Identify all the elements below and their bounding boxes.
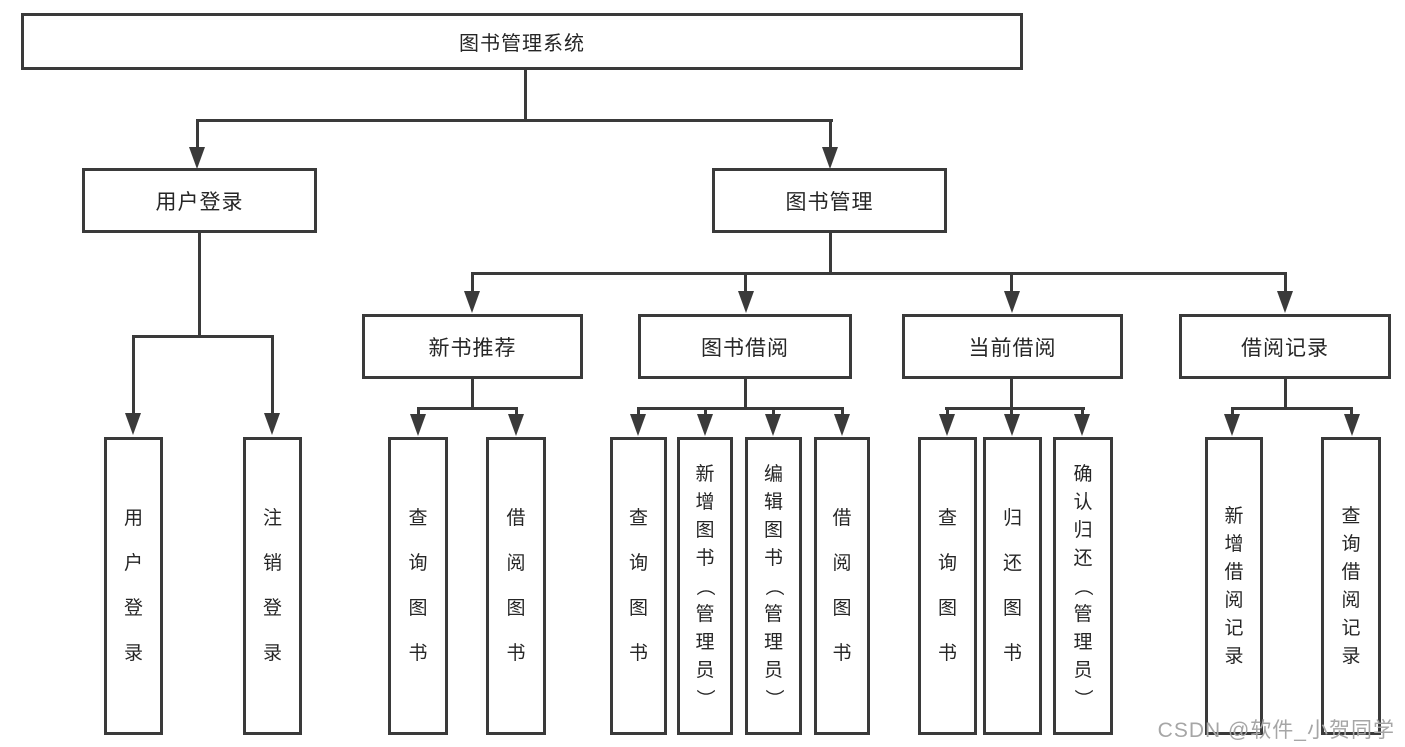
leaf-add-borrow-record: 新增借阅记录 bbox=[1205, 437, 1263, 735]
leaf-edit-books-admin: 编辑图书（管理员） bbox=[745, 437, 802, 735]
leaf-user-login: 用户登录 bbox=[104, 437, 163, 735]
node-book-borrowing: 图书借阅 bbox=[638, 314, 852, 379]
leaf-logout-login: 注销登录 bbox=[243, 437, 302, 735]
leaf-query-borrow-record: 查询借阅记录 bbox=[1321, 437, 1381, 735]
connector-stem bbox=[1350, 407, 1353, 416]
node-book-mgmt-label: 图书管理 bbox=[785, 190, 874, 214]
csdn-watermark: CSDN @软件_小贺同学 bbox=[1157, 719, 1395, 742]
leaf-borrow-books-borrowing: 借阅图书 bbox=[814, 437, 870, 735]
connector-stem bbox=[196, 119, 199, 150]
connector-trunk-current bbox=[1010, 379, 1013, 409]
connector-rail-user-login bbox=[132, 335, 274, 338]
arrowhead-icon bbox=[1074, 414, 1090, 436]
connector-stem bbox=[1284, 272, 1287, 293]
connector-stem bbox=[1231, 407, 1234, 416]
node-root: 图书管理系统 bbox=[21, 13, 1023, 70]
connector-rail-records bbox=[1231, 407, 1353, 410]
arrowhead-icon bbox=[939, 414, 955, 436]
arrowhead-icon bbox=[508, 414, 524, 436]
connector-rail-new-books bbox=[417, 407, 518, 410]
arrowhead-icon bbox=[125, 413, 141, 435]
connector-rail-book-mgmt bbox=[471, 272, 1287, 275]
connector-stem bbox=[417, 407, 420, 416]
leaf-confirm-return-admin: 确认归还（管理员） bbox=[1053, 437, 1113, 735]
connector-stem bbox=[946, 407, 949, 416]
connector-stem bbox=[132, 335, 135, 415]
leaf-borrow-books-newbooks: 借阅图书 bbox=[486, 437, 546, 735]
connector-trunk-borrowing bbox=[744, 379, 747, 409]
connector-stem bbox=[471, 272, 474, 293]
arrowhead-icon bbox=[464, 291, 480, 313]
arrowhead-icon bbox=[822, 147, 838, 169]
connector-rail-current bbox=[945, 407, 1085, 410]
connector-stem bbox=[841, 407, 844, 416]
arrowhead-icon bbox=[264, 413, 280, 435]
connector-trunk-root bbox=[524, 69, 527, 121]
arrowhead-icon bbox=[410, 414, 426, 436]
leaf-query-books-current: 查询图书 bbox=[918, 437, 977, 735]
arrowhead-icon bbox=[1004, 291, 1020, 313]
node-user-login: 用户登录 bbox=[82, 168, 317, 233]
node-new-books: 新书推荐 bbox=[362, 314, 583, 379]
connector-trunk-new-books bbox=[471, 379, 474, 409]
connector-stem bbox=[271, 335, 274, 415]
arrowhead-icon bbox=[1224, 414, 1240, 436]
connector-trunk-records bbox=[1284, 379, 1287, 409]
connector-stem bbox=[515, 407, 518, 416]
node-root-label: 图书管理系统 bbox=[459, 33, 585, 55]
node-new-books-label: 新书推荐 bbox=[428, 336, 517, 360]
connector-rail-borrowing bbox=[637, 407, 844, 410]
connector-stem bbox=[1010, 407, 1013, 416]
node-borrow-records: 借阅记录 bbox=[1179, 314, 1391, 379]
node-book-mgmt: 图书管理 bbox=[712, 168, 947, 233]
arrowhead-icon bbox=[738, 291, 754, 313]
connector-stem bbox=[744, 272, 747, 293]
arrowhead-icon bbox=[834, 414, 850, 436]
leaf-return-books: 归还图书 bbox=[983, 437, 1042, 735]
connector-stem bbox=[637, 407, 640, 416]
arrowhead-icon bbox=[765, 414, 781, 436]
node-current-borrowing-label: 当前借阅 bbox=[968, 336, 1057, 360]
connector-rail-level1 bbox=[196, 119, 833, 122]
leaf-add-books-admin: 新增图书（管理员） bbox=[677, 437, 733, 735]
connector-stem bbox=[704, 407, 707, 416]
node-user-login-label: 用户登录 bbox=[155, 190, 244, 214]
arrowhead-icon bbox=[697, 414, 713, 436]
connector-trunk-user-login bbox=[198, 232, 201, 337]
leaf-query-books-borrowing: 查询图书 bbox=[610, 437, 667, 735]
leaf-query-books-newbooks: 查询图书 bbox=[388, 437, 448, 735]
arrowhead-icon bbox=[189, 147, 205, 169]
connector-stem bbox=[829, 119, 832, 150]
arrowhead-icon bbox=[1004, 414, 1020, 436]
arrowhead-icon bbox=[630, 414, 646, 436]
connector-stem bbox=[772, 407, 775, 416]
node-book-borrowing-label: 图书借阅 bbox=[701, 336, 789, 360]
arrowhead-icon bbox=[1277, 291, 1293, 313]
connector-stem bbox=[1081, 407, 1084, 416]
node-borrow-records-label: 借阅记录 bbox=[1241, 336, 1329, 360]
arrowhead-icon bbox=[1344, 414, 1360, 436]
connector-trunk-book-mgmt bbox=[829, 233, 832, 274]
connector-stem bbox=[1010, 272, 1013, 293]
node-current-borrowing: 当前借阅 bbox=[902, 314, 1123, 379]
